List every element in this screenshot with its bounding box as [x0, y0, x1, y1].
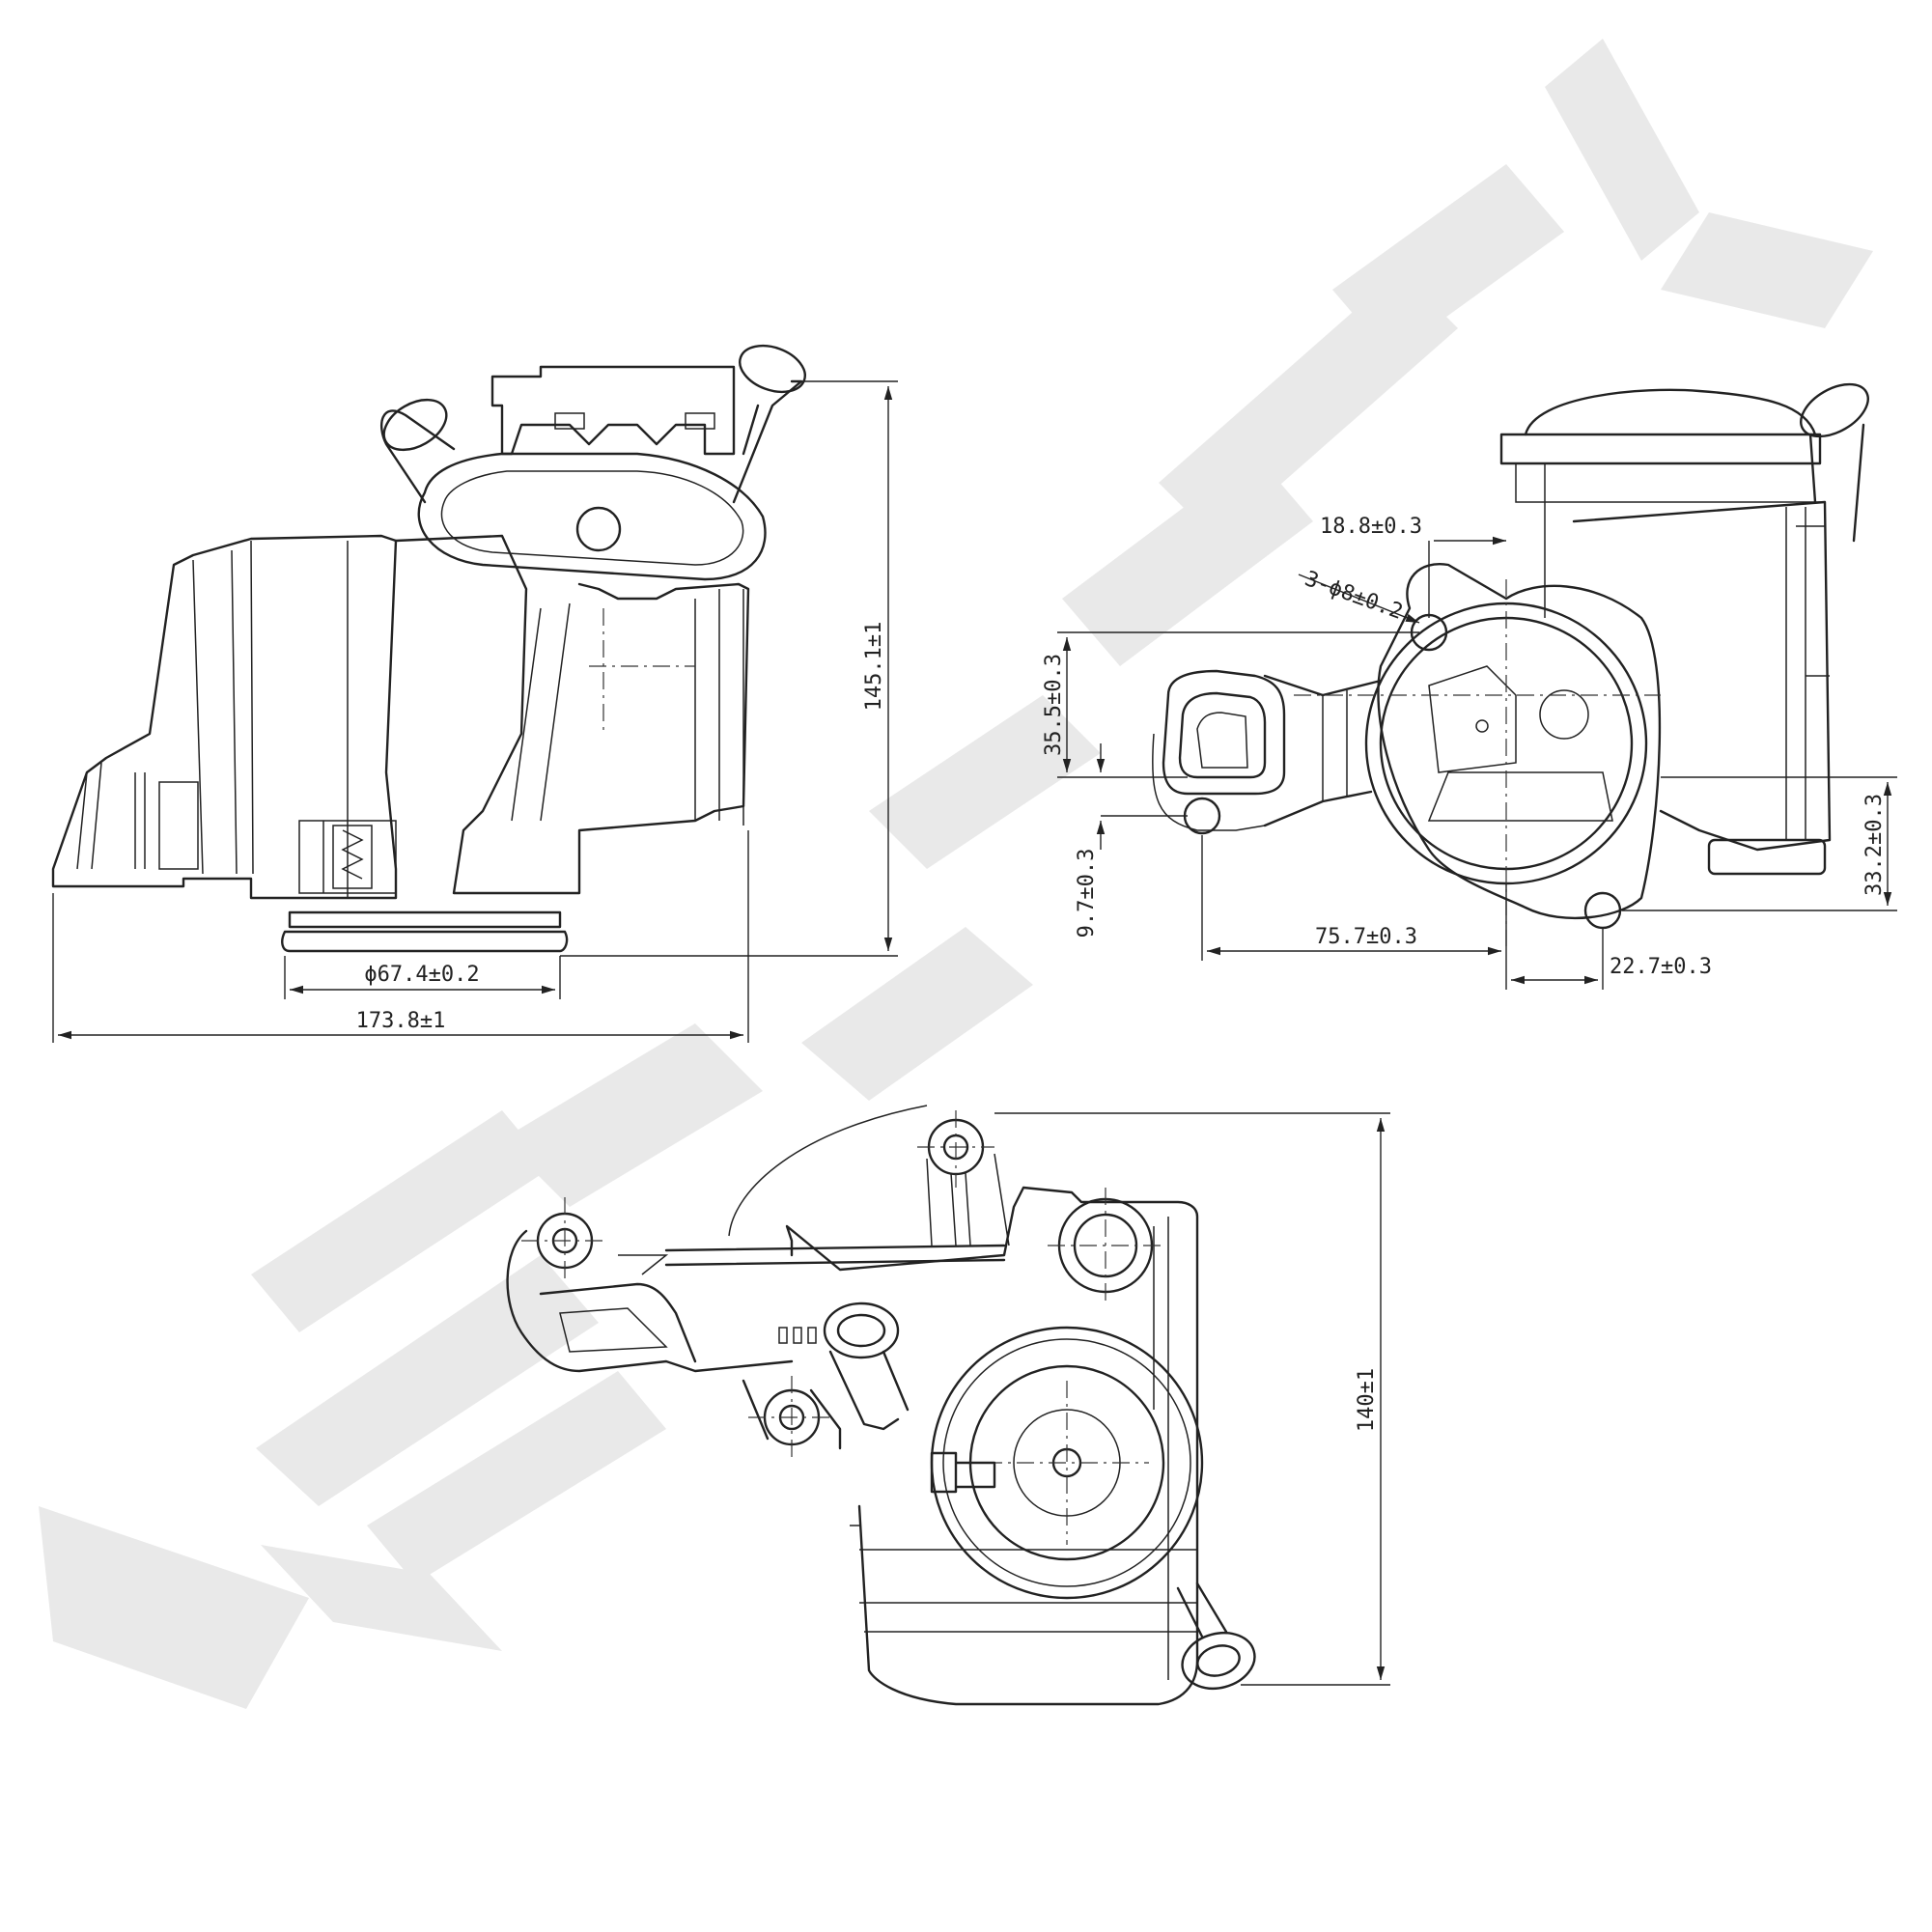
dim-flange-right-vertical: 33.2±0.3: [1862, 794, 1887, 896]
dim-flange-holes: 3-ϕ8±0.2: [1302, 567, 1406, 625]
dim-top-height: 140±1: [1355, 1368, 1379, 1432]
dim-side-bore: ϕ67.4±0.2: [364, 963, 479, 987]
dim-side-length: 173.8±1: [356, 1009, 446, 1033]
side-view: [51, 344, 806, 953]
dim-flange-offset-top: 18.8±0.3: [1320, 515, 1422, 539]
dim-flange-horizontal: 75.7±0.3: [1315, 925, 1417, 949]
flange-view: [1152, 382, 1869, 946]
top-view-housing: [785, 1186, 1199, 1706]
dim-side-height: 145.1±1: [862, 622, 886, 712]
top-view: [506, 1105, 1256, 1706]
watermark-logo: [39, 39, 1873, 1709]
side-housing-left: [51, 534, 398, 900]
side-cap-oval: [417, 452, 767, 581]
dim-flange-right-horizontal: 22.7±0.3: [1610, 955, 1712, 979]
flange-view-oval-port: [1162, 669, 1286, 796]
top-view-dimensions: 140±1: [994, 1112, 1390, 1686]
dim-flange-vertical-upper: 35.5±0.3: [1042, 654, 1066, 756]
dim-flange-vertical-lower: 9.7±0.3: [1075, 849, 1099, 938]
flange-view-lid: [1499, 433, 1822, 465]
side-view-dimensions: 145.1±1 ϕ67.4±0.2 173.8±1: [52, 380, 898, 1043]
